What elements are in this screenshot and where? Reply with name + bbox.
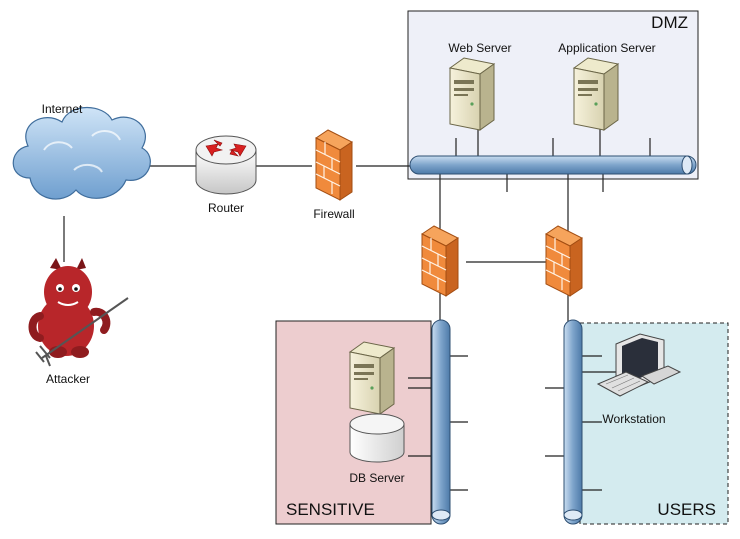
sensitive-firewall-icon (421, 225, 459, 297)
database-cylinder-icon (349, 413, 405, 463)
web-server-label: Web Server (448, 41, 511, 55)
web-server-icon (449, 57, 495, 131)
firewall-icon (315, 129, 353, 201)
connection-lines (63, 128, 651, 491)
application-server-icon (573, 57, 619, 131)
router-icon (195, 135, 257, 195)
workstation-label: Workstation (602, 412, 665, 426)
attacker-label: Attacker (46, 372, 90, 386)
users-firewall-icon (545, 225, 583, 297)
sensitive-bus (431, 319, 451, 525)
router-label: Router (208, 201, 244, 215)
attacker-devil-icon (28, 258, 129, 367)
db-server-icon (349, 341, 395, 415)
sensitive-zone-label: SENSITIVE (286, 500, 375, 519)
workstation-icon (596, 333, 682, 397)
db-server-label: DB Server (349, 471, 404, 485)
internet-label: Internet (42, 102, 83, 116)
app-server-label: Application Server (558, 41, 655, 55)
internet-cloud-icon (12, 107, 151, 200)
users-zone-label: USERS (657, 500, 716, 519)
firewall-label: Firewall (313, 207, 354, 221)
dmz-bus (409, 155, 697, 175)
dmz-zone-label: DMZ (651, 13, 688, 32)
users-bus (563, 319, 583, 525)
